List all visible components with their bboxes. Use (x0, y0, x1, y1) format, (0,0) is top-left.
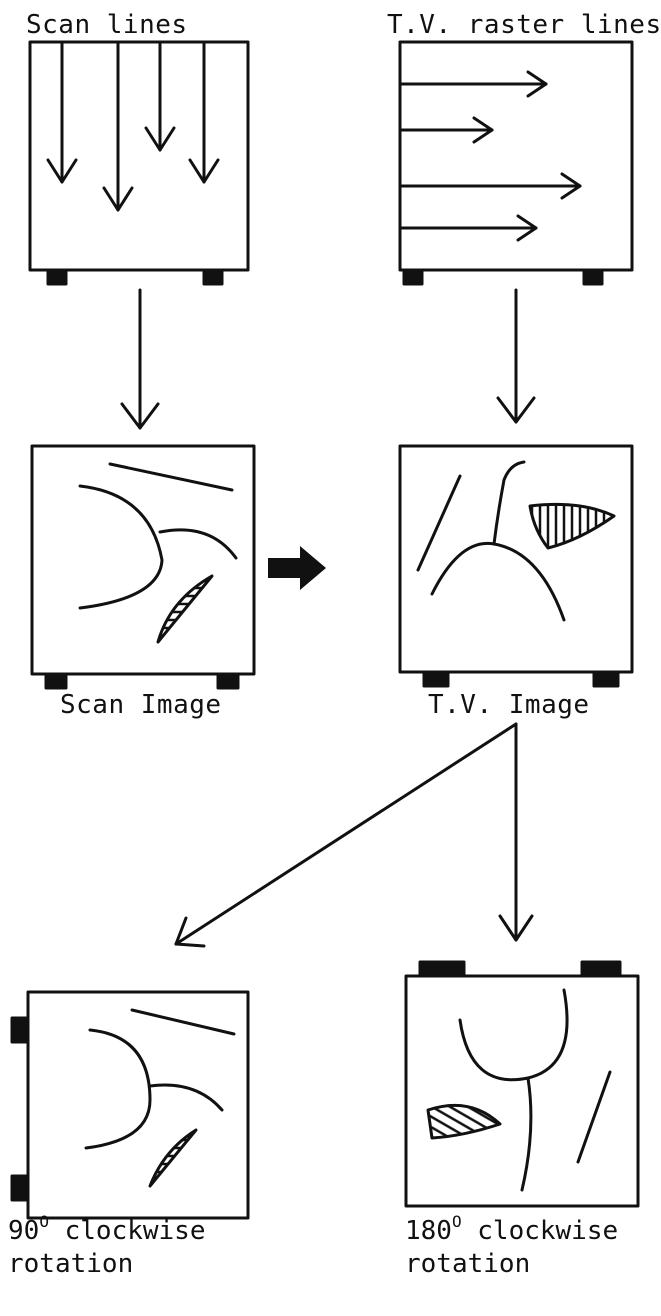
monitor-foot-right (580, 960, 622, 978)
scan-image-monitor (30, 444, 256, 690)
arrow-down-right (496, 288, 536, 424)
caption-90-number: 90 (8, 1216, 40, 1246)
tv-image-monitor (398, 444, 634, 688)
label-scan-lines: Scan lines (26, 10, 188, 40)
caption-90-rotation: 90O clockwise rotation (8, 1212, 206, 1279)
arrow-to-180-rotation (498, 722, 534, 942)
tv-image-screen (398, 444, 634, 674)
caption-180-number: 180 (405, 1216, 452, 1246)
monitor-foot-right (592, 670, 620, 688)
caption-180-text: clockwise (461, 1216, 619, 1246)
raster-line-arrows (400, 70, 582, 242)
monitor-foot-left (46, 268, 68, 286)
monitor-foot-top (10, 1016, 30, 1044)
tv-raster-monitor (398, 40, 634, 286)
tv-raster-screen (398, 40, 634, 272)
convert-arrow-icon (268, 546, 326, 590)
tv-image-content (416, 460, 616, 622)
monitor-foot-left (422, 670, 450, 688)
rotation-90-content (84, 1008, 236, 1188)
rotation-90-monitor (10, 990, 250, 1220)
scan-line-arrows (46, 42, 220, 212)
label-tv-raster-lines: T.V. raster lines (387, 10, 661, 40)
monitor-foot-left (402, 268, 424, 286)
rotation-180-monitor (404, 960, 640, 1208)
scan-image-screen (30, 444, 256, 676)
monitor-foot-left (418, 960, 466, 978)
rotation-180-content (426, 988, 612, 1192)
scan-lines-monitor (28, 40, 250, 286)
caption-90-line2: rotation (8, 1249, 134, 1279)
monitor-foot-right (216, 672, 240, 690)
scan-image-content (78, 462, 238, 644)
caption-90-degree: O (39, 1212, 49, 1231)
caption-90-text: clockwise (48, 1216, 206, 1246)
rotation-90-screen (26, 990, 250, 1220)
caption-180-degree: O (451, 1212, 462, 1231)
monitor-foot-right (582, 268, 604, 286)
label-scan-image: Scan Image (60, 690, 222, 720)
arrow-to-90-rotation (174, 722, 518, 948)
caption-180-line2: rotation (405, 1249, 531, 1279)
rotation-180-screen (404, 974, 640, 1208)
label-tv-image: T.V. Image (428, 690, 590, 720)
scan-lines-screen (28, 40, 250, 272)
monitor-foot-left (44, 672, 68, 690)
arrow-down-left (120, 288, 160, 430)
monitor-foot-right (202, 268, 224, 286)
monitor-foot-bottom (10, 1174, 30, 1202)
caption-180-rotation: 180O clockwise rotation (405, 1212, 619, 1279)
